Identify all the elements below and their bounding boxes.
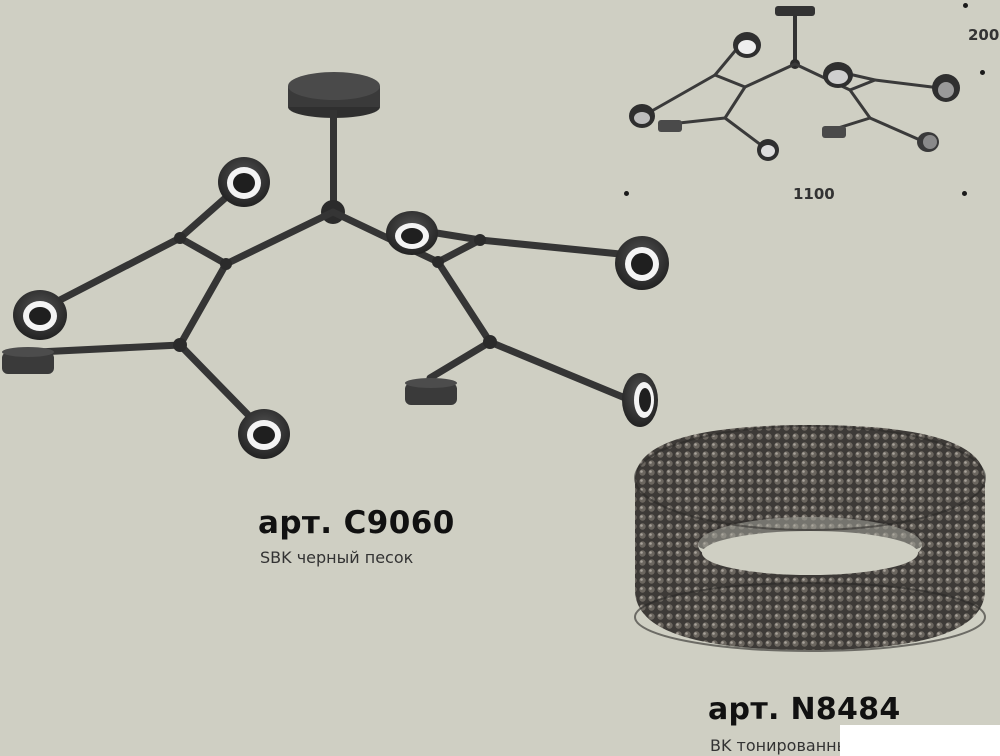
lamp-head (615, 236, 669, 290)
mini-lamps (629, 32, 960, 161)
dimension-width: 1100 (793, 185, 835, 203)
chandelier-dimension-drawing (629, 6, 960, 161)
lamp-head (13, 290, 67, 340)
dimension-marker-dot (963, 3, 968, 8)
arm-joints (173, 232, 497, 352)
dimension-marker-dot (980, 70, 985, 75)
ring-article-title: арт. N8484 (708, 692, 901, 727)
dimension-marker-dot (624, 191, 629, 196)
ring-finish-label: BK тонированный (710, 736, 860, 755)
lamp-head (386, 211, 438, 255)
mini-canopy (775, 6, 815, 69)
crystal-ring (634, 425, 986, 652)
dimension-height: 200 (968, 26, 1000, 44)
dimension-marker-dot (962, 191, 967, 196)
ceiling-canopy (288, 72, 380, 118)
corner-white-overlay (840, 725, 1000, 756)
chandelier-arms (34, 181, 634, 429)
lamp-head-side (405, 378, 457, 405)
lamp-head (218, 157, 270, 207)
lamp-head (622, 373, 658, 427)
chandelier-article-title: арт. C9060 (258, 505, 455, 541)
lamp-head-side (2, 347, 54, 374)
chandelier-finish-label: SBK черный песок (260, 548, 414, 567)
lamp-head (238, 409, 290, 459)
crystal-ring-illustration (634, 425, 986, 652)
chandelier-illustration (2, 72, 669, 459)
central-rod (330, 110, 337, 210)
